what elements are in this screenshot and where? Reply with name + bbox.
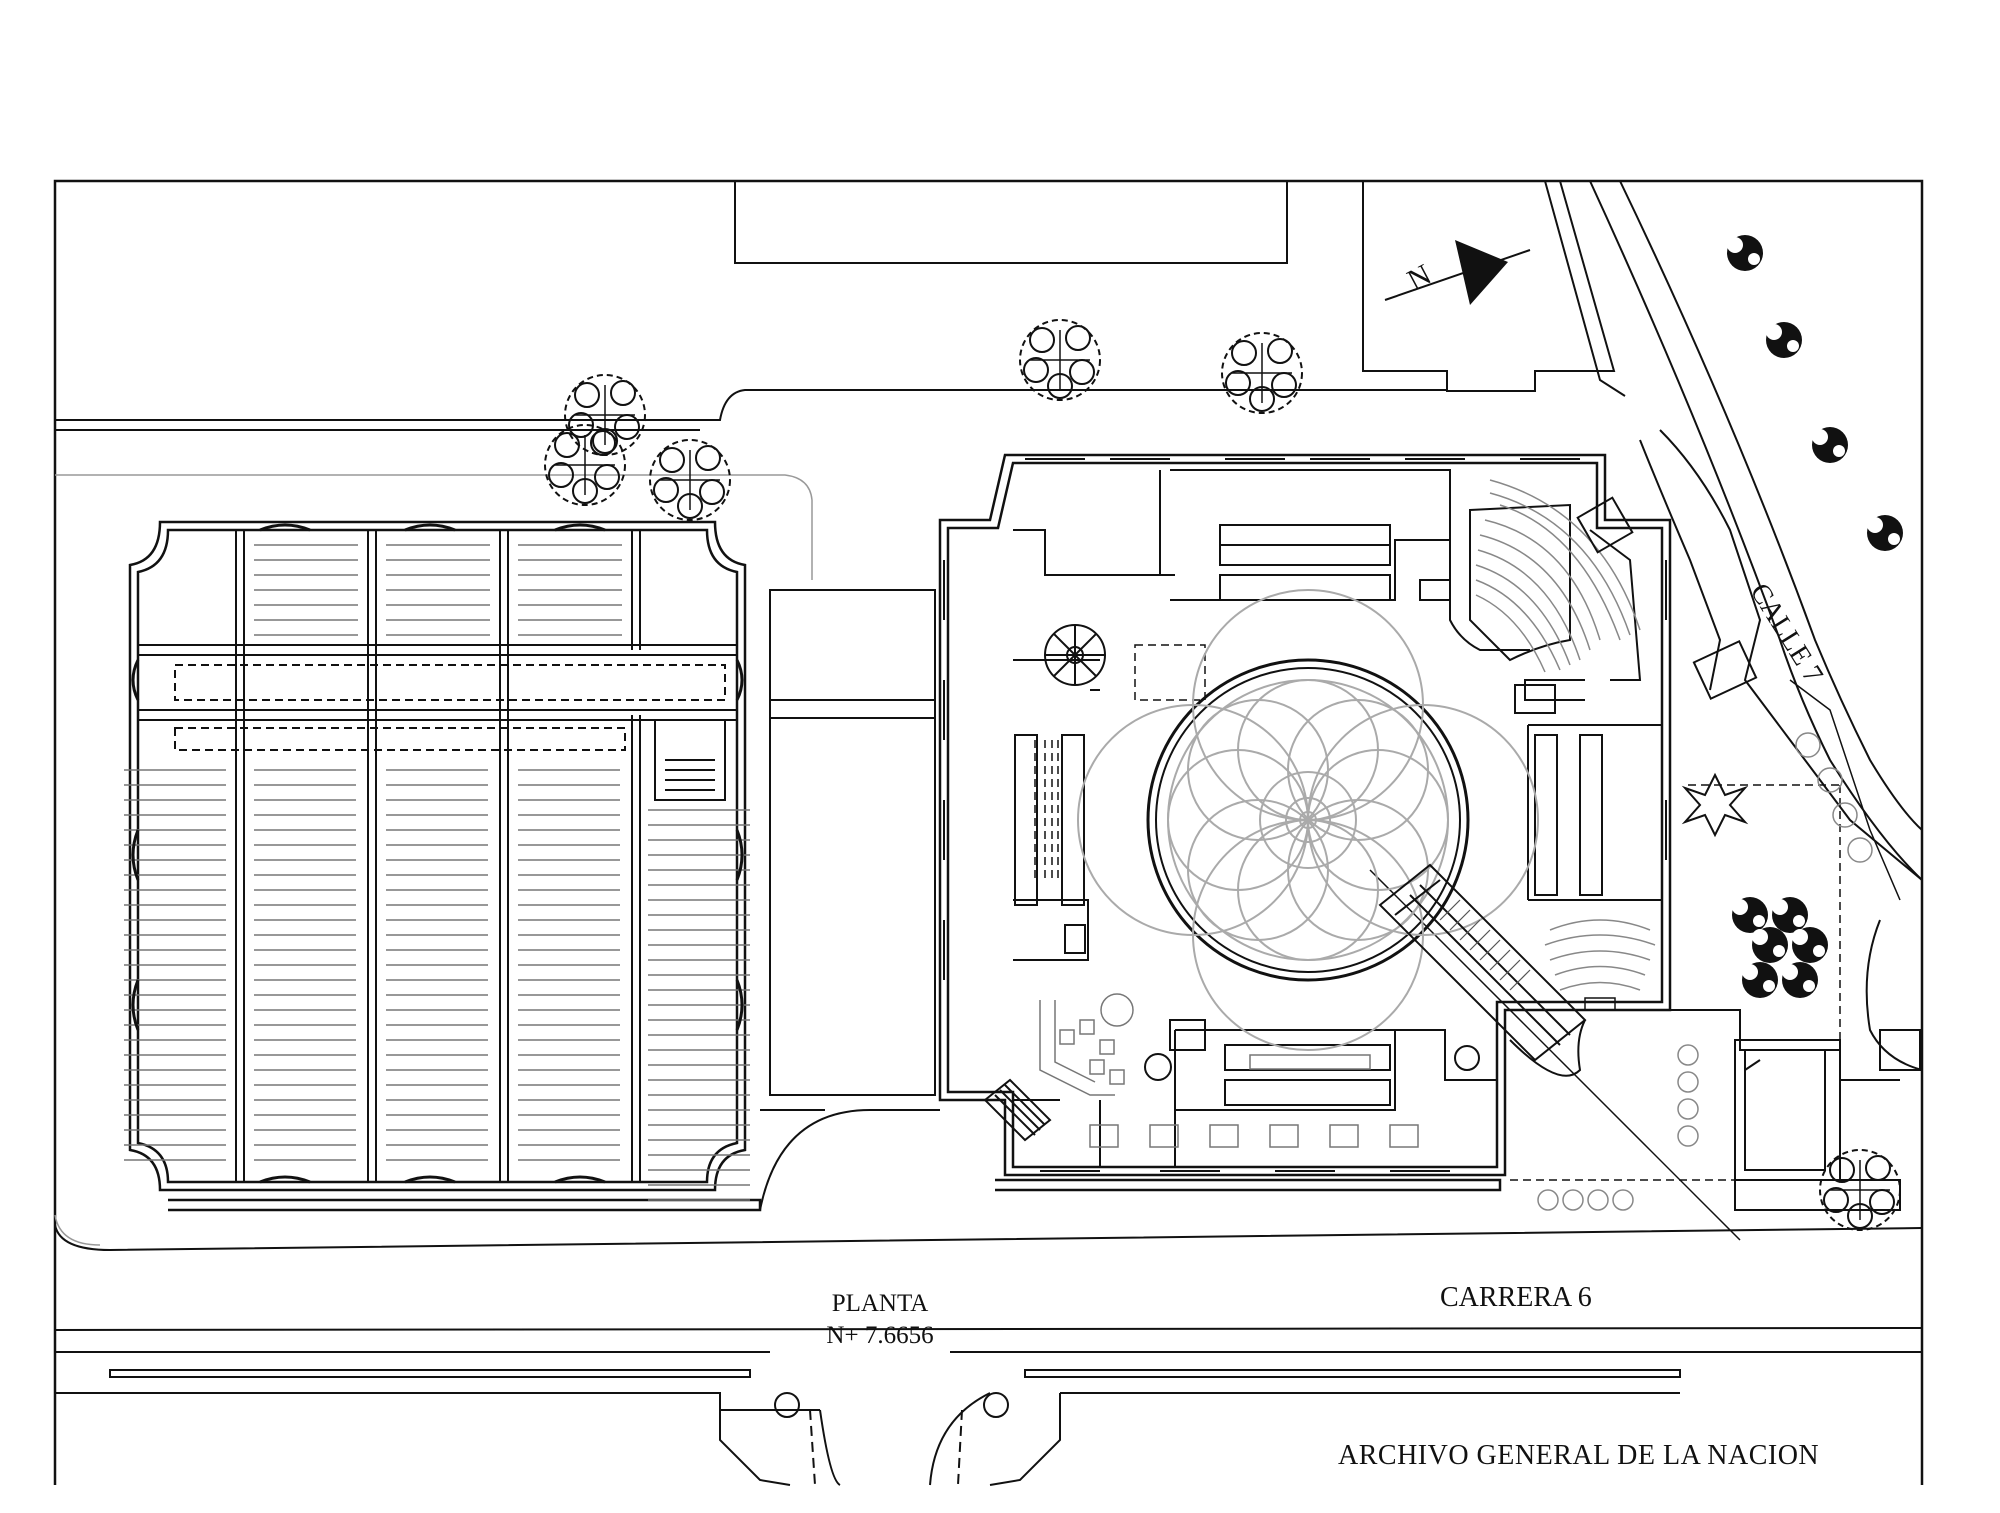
octagonal-hall bbox=[1090, 689, 1100, 691]
plaza-features bbox=[1670, 639, 1921, 1211]
street-label-carrera: CARRERA 6 bbox=[1440, 1282, 1592, 1313]
plan-level: N+ 7.6656 bbox=[826, 1322, 934, 1349]
small-tree-icon bbox=[1727, 235, 1903, 998]
shelving bbox=[254, 544, 623, 636]
neighbor-blocks bbox=[55, 180, 1626, 431]
north-arrow-icon bbox=[1384, 240, 1531, 305]
plan-title: PLANTA bbox=[831, 1290, 929, 1317]
spiral-stairs bbox=[1044, 624, 1480, 1081]
main-building-stairs bbox=[983, 579, 1556, 1142]
window-arches bbox=[131, 523, 744, 1184]
main-building bbox=[938, 453, 1672, 1192]
main-building-stacks bbox=[1014, 524, 1603, 1106]
carrera-6-curbs bbox=[54, 1224, 1923, 1486]
connector-bridge bbox=[759, 589, 940, 1211]
calle-7-curbs bbox=[1589, 180, 1923, 1071]
auditorium-lower bbox=[1544, 919, 1656, 1011]
reading-tables bbox=[1089, 1054, 1419, 1148]
auditorium-upper bbox=[1469, 479, 1641, 673]
main-windows bbox=[943, 458, 1667, 1172]
tree-icon bbox=[544, 319, 1901, 1231]
shelving-lower bbox=[124, 769, 751, 1201]
left-stair bbox=[654, 719, 726, 801]
ramp-bridge bbox=[1378, 863, 1587, 1077]
drawing-frame bbox=[53, 179, 1924, 1485]
bollards bbox=[1537, 732, 1873, 1211]
plan-label: PLANTA N+ 7.6656 bbox=[790, 1288, 970, 1352]
central-rotunda bbox=[1077, 589, 1539, 1051]
repository-building bbox=[128, 520, 762, 1212]
lounge-furniture bbox=[1039, 993, 1134, 1096]
repository-partitions bbox=[138, 530, 737, 1182]
star-plant-icon bbox=[1681, 772, 1749, 838]
drawing-title: ARCHIVO GENERAL DE LA NACION bbox=[1338, 1440, 1820, 1471]
